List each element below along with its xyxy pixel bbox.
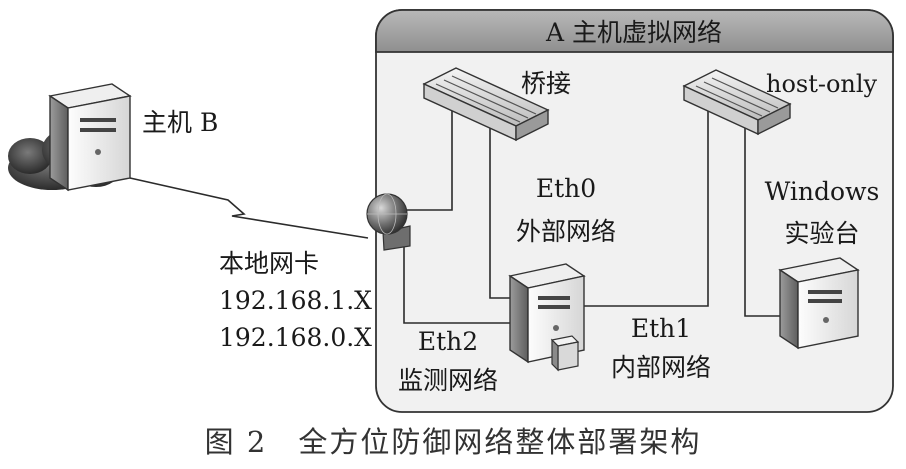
host-b-label: 主机 B	[142, 108, 218, 137]
bridge-switch-icon	[422, 67, 550, 142]
windows-lab-server-icon	[778, 257, 860, 350]
eth0-subtitle: 外部网络	[516, 217, 616, 246]
bridge-label: 桥接	[521, 69, 571, 98]
figure-caption: 图 2 全方位防御网络整体部署架构	[205, 425, 702, 459]
eth1-label: Eth1	[631, 314, 691, 343]
eth1-subtitle: 内部网络	[611, 353, 711, 382]
main-server-icon	[508, 263, 586, 372]
hostonly-label: host-only	[766, 70, 878, 98]
wireless-link	[129, 177, 369, 239]
network-adapter-globe-icon	[366, 193, 411, 251]
local-nic-title: 本地网卡	[219, 249, 319, 278]
wire-server-to-hostonly-eth1	[584, 110, 709, 307]
windows-subtitle: 实验台	[784, 219, 859, 248]
eth2-subtitle: 监测网络	[398, 366, 498, 395]
wire-bridge-to-nic	[404, 108, 453, 211]
connection-wires	[129, 108, 784, 324]
wire-hostonly-to-windows	[744, 128, 784, 317]
local-nic-ip-2: 192.168.0.X	[219, 323, 372, 352]
hostonly-switch-icon	[682, 69, 792, 136]
wire-bridge-to-server-eth0	[489, 125, 515, 299]
host-b-server-icon	[48, 83, 132, 192]
eth0-label: Eth0	[536, 174, 596, 203]
windows-label: Windows	[765, 177, 880, 206]
eth2-label: Eth2	[418, 327, 478, 356]
local-nic-ip-1: 192.168.1.X	[219, 286, 372, 315]
frame-title: A 主机虚拟网络	[545, 18, 722, 47]
wire-nic-to-server-eth2	[403, 245, 514, 324]
